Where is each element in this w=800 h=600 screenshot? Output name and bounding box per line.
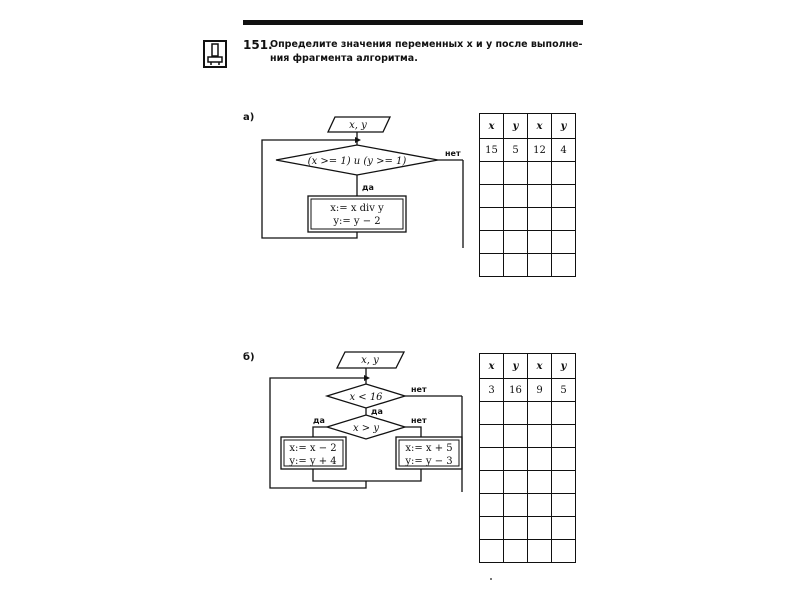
table-row: 15 5 12 4 (479, 138, 576, 162)
table-cell (479, 230, 504, 254)
table-cell (527, 230, 552, 254)
table-row (479, 207, 576, 231)
table-cell (527, 253, 552, 277)
table-cell (479, 493, 504, 517)
table-cell (503, 424, 528, 448)
condition-text-a: (x >= 1) и (y >= 1) (308, 156, 407, 167)
table-cell (551, 470, 576, 494)
table-cell (527, 470, 552, 494)
top-rule (243, 20, 583, 25)
table-cell (527, 516, 552, 540)
table-header-row: x y x y (479, 353, 576, 379)
task-text: Определите значения переменных x и y пос… (270, 39, 583, 64)
part-b-label: б) (243, 352, 255, 363)
table-cell (479, 184, 504, 208)
table-header-cell: y (551, 353, 576, 379)
yes-label-outer-b: да (371, 407, 383, 416)
table-cell: 16 (503, 378, 528, 402)
condition-inner-text-b: x > y (353, 423, 379, 434)
action-a-2: y:= y − 2 (332, 216, 380, 227)
table-cell (527, 447, 552, 471)
input-block-a (326, 116, 392, 133)
yes-label-inner-b: да (313, 416, 325, 425)
table-cell (551, 493, 576, 517)
table-row (479, 161, 576, 185)
table-row (479, 516, 576, 540)
action-right-1: x:= x + 5 (405, 443, 452, 454)
table-cell: 3 (479, 378, 504, 402)
table-cell: 12 (527, 138, 552, 162)
table-row (479, 253, 576, 277)
no-label-inner-b: нет (411, 416, 427, 425)
table-cell (527, 493, 552, 517)
action-block-right-b (395, 436, 463, 470)
table-cell (479, 539, 504, 563)
table-header-cell: x (479, 113, 504, 139)
table-cell (479, 253, 504, 277)
input-block-b (335, 351, 406, 369)
table-cell (551, 539, 576, 563)
table-row (479, 401, 576, 425)
table-cell (479, 447, 504, 471)
table-row (479, 230, 576, 254)
table-cell (551, 253, 576, 277)
table-header-cell: y (503, 353, 528, 379)
table-row (479, 470, 576, 494)
table-cell: 9 (527, 378, 552, 402)
part-a-label: а) (243, 112, 255, 123)
trace-table-a: x y x y 15 5 12 4 (479, 113, 576, 277)
table-cell (551, 184, 576, 208)
table-cell (503, 516, 528, 540)
table-cell (551, 230, 576, 254)
page-mark (490, 578, 492, 580)
condition-outer-text-b: x < 16 (349, 392, 383, 403)
table-cell (527, 539, 552, 563)
action-a-1: x:= x div y (330, 203, 384, 214)
table-cell (527, 424, 552, 448)
table-cell (503, 470, 528, 494)
action-right-2: y:= y − 3 (404, 456, 452, 467)
table-cell (551, 516, 576, 540)
table-cell (527, 401, 552, 425)
no-label-outer-b: нет (411, 385, 427, 394)
no-label-a: нет (445, 149, 461, 158)
table-cell (551, 447, 576, 471)
task-number: 151. (243, 38, 273, 52)
table-header-cell: x (527, 113, 552, 139)
table-header-cell: x (479, 353, 504, 379)
table-cell (503, 493, 528, 517)
table-header-cell: x (527, 353, 552, 379)
table-cell: 5 (551, 378, 576, 402)
table-row (479, 493, 576, 517)
action-left-1: x:= x − 2 (289, 443, 336, 454)
input-text-a: x, y (349, 120, 367, 131)
table-cell: 4 (551, 138, 576, 162)
table-cell (479, 424, 504, 448)
table-cell: 15 (479, 138, 504, 162)
table-cell (503, 401, 528, 425)
table-cell (551, 161, 576, 185)
table-row (479, 447, 576, 471)
table-header-cell: y (503, 113, 528, 139)
input-text-b: x, y (361, 355, 379, 366)
table-cell (527, 161, 552, 185)
table-cell (503, 539, 528, 563)
table-row (479, 184, 576, 208)
table-cell (551, 424, 576, 448)
yes-label-a: да (362, 183, 374, 192)
exercise-icon (203, 40, 227, 68)
table-cell (479, 516, 504, 540)
table-cell (479, 470, 504, 494)
table-cell (479, 401, 504, 425)
table-row (479, 424, 576, 448)
table-cell (551, 401, 576, 425)
table-row (479, 539, 576, 563)
table-cell (503, 447, 528, 471)
action-left-2: y:= y + 4 (288, 456, 336, 467)
